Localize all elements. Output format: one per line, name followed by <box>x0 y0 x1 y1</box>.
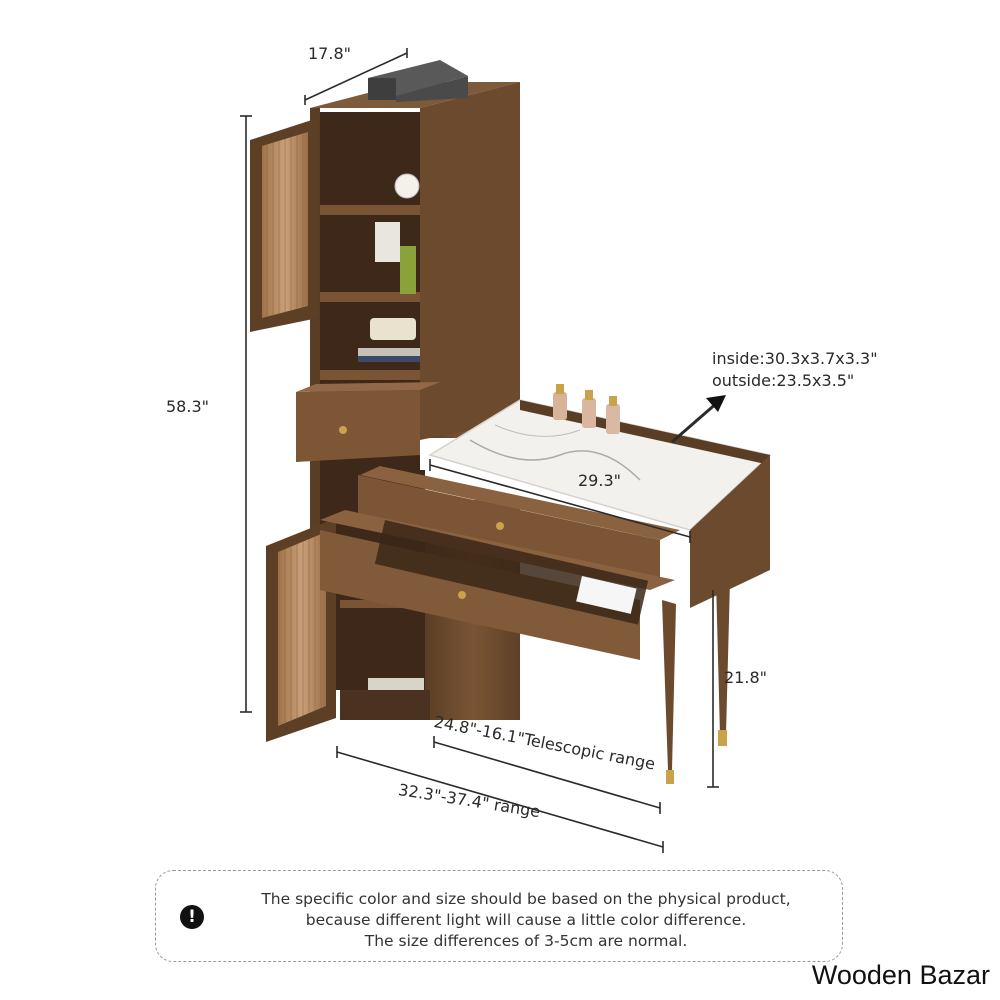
notice-text: The specific color and size should be ba… <box>216 889 836 952</box>
top-width-label: 17.8" <box>308 44 351 63</box>
desk-depth-label: 29.3" <box>578 471 621 490</box>
exclamation-icon: ! <box>180 905 204 929</box>
drawer-inside-label: inside:30.3x3.7x3.3" <box>712 349 878 368</box>
notice-box: ! The specific color and size should be … <box>155 870 843 962</box>
notice-line-2: because different light will cause a lit… <box>305 911 747 929</box>
arrow-head-icon <box>706 395 726 412</box>
desk <box>320 384 772 784</box>
desk-height-label: 21.8" <box>724 668 767 687</box>
drawer-outside-label: outside:23.5x3.5" <box>712 371 855 390</box>
height-label: 58.3" <box>166 397 209 416</box>
notice-line-3: The size differences of 3-5cm are normal… <box>364 932 688 950</box>
brand-watermark: Wooden Bazar <box>811 960 990 990</box>
dimension-lines <box>240 48 719 853</box>
tall-cabinet <box>250 60 520 742</box>
notice-line-1: The specific color and size should be ba… <box>261 890 791 908</box>
